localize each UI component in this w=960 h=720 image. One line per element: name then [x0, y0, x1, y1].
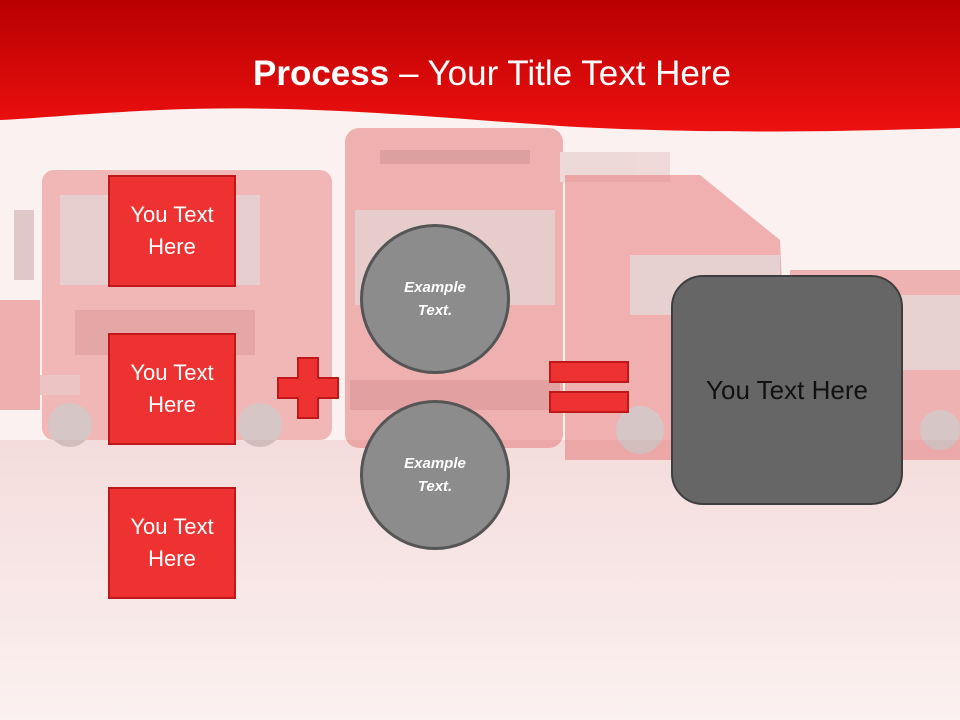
- title-bold: Process: [253, 54, 390, 93]
- text-box-1-label: You Text Here: [130, 202, 214, 259]
- title-rest: Your Title Text Here: [427, 54, 732, 93]
- result-box-label: You Text Here: [706, 374, 868, 405]
- header-banner: [0, 0, 960, 132]
- example-circle-2[interactable]: Example Text.: [360, 400, 510, 550]
- plus-icon: [277, 357, 339, 419]
- text-box-2[interactable]: You Text Here: [108, 333, 236, 445]
- title-dash: –: [389, 54, 428, 93]
- result-box[interactable]: You Text Here: [671, 275, 903, 505]
- equals-icon: [549, 361, 629, 413]
- text-box-1[interactable]: You Text Here: [108, 175, 236, 287]
- example-circle-1[interactable]: Example Text.: [360, 224, 510, 374]
- page-title: Process – Your Title Text Here: [0, 52, 960, 96]
- text-box-3-label: You Text Here: [130, 514, 214, 571]
- text-box-3[interactable]: You Text Here: [108, 487, 236, 599]
- text-box-2-label: You Text Here: [130, 360, 214, 417]
- example-circle-1-label: Example Text.: [404, 279, 466, 319]
- example-circle-2-label: Example Text.: [404, 455, 466, 495]
